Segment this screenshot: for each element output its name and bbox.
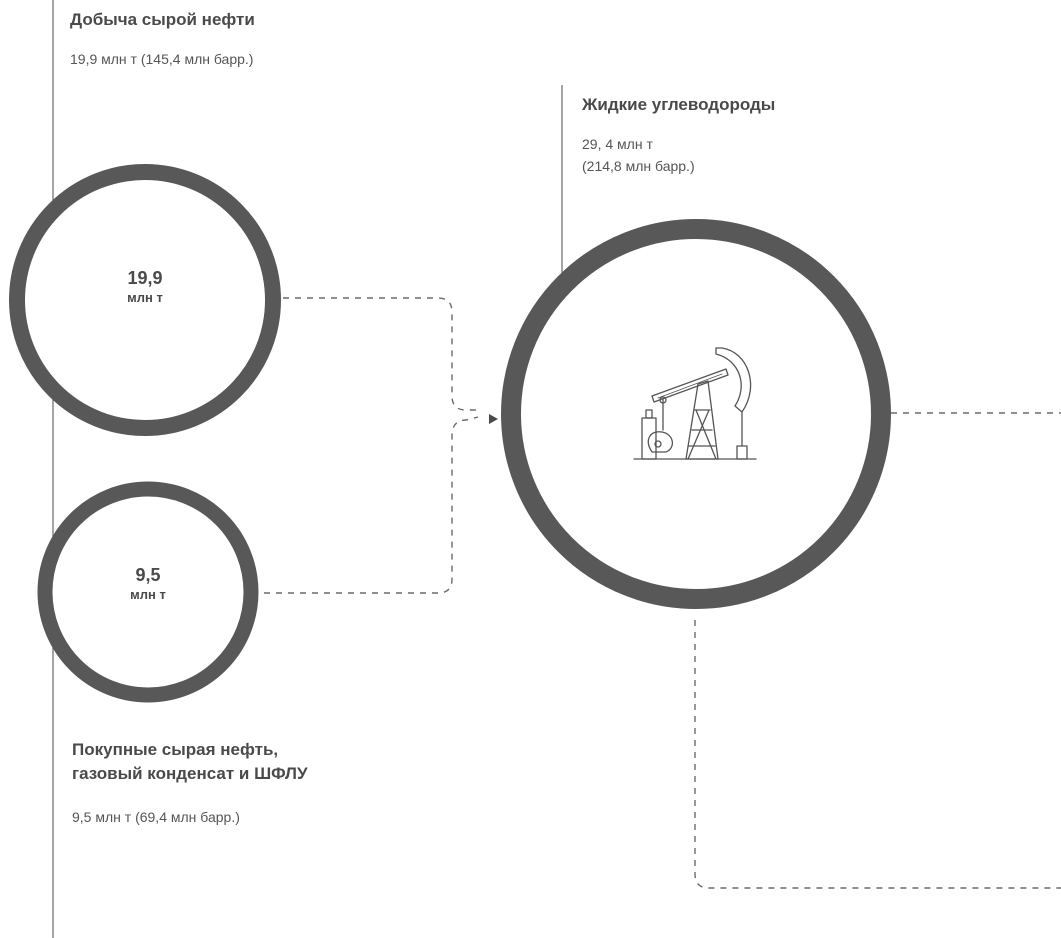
connector-liquids-down [694, 620, 1061, 889]
purchased-title-line2: газовый конденсат и ШФЛУ [72, 764, 308, 783]
circle-liquid-hydrocarbons [501, 219, 891, 609]
circle-purchased [37, 481, 259, 703]
purchased-title: Покупные сырая нефть, газовый конденсат … [72, 738, 308, 786]
crude-production-circle-label: 19,9 млн т [85, 267, 205, 307]
connector-crude-to-liquids [283, 297, 478, 411]
purchased-value: 9,5 [135, 565, 161, 585]
crude-production-title: Добыча сырой нефти [70, 10, 255, 29]
liquid-hydrocarbons-detail-line2: (214,8 млн барр.) [582, 158, 695, 174]
crude-production-detail: 19,9 млн т (145,4 млн барр.) [70, 51, 254, 67]
crude-production-unit: млн т [127, 290, 163, 305]
connector-arrowhead [489, 414, 498, 424]
purchased-circle-label: 9,5 млн т [88, 564, 208, 604]
purchased-detail: 9,5 млн т (69,4 млн барр.) [72, 809, 240, 825]
crude-production-value: 19,9 [127, 268, 163, 288]
liquid-hydrocarbons-detail: 29, 4 млн т (214,8 млн барр.) [582, 133, 695, 177]
purchased-title-line1: Покупные сырая нефть, [72, 740, 279, 759]
connector-purchased-to-liquids [264, 416, 479, 594]
liquid-hydrocarbons-detail-line1: 29, 4 млн т [582, 136, 653, 152]
circle-crude-production [9, 164, 281, 436]
liquid-hydrocarbons-title: Жидкие углеводороды [582, 95, 776, 114]
purchased-unit: млн т [130, 587, 166, 602]
oil-pumpjack-icon [633, 347, 757, 460]
